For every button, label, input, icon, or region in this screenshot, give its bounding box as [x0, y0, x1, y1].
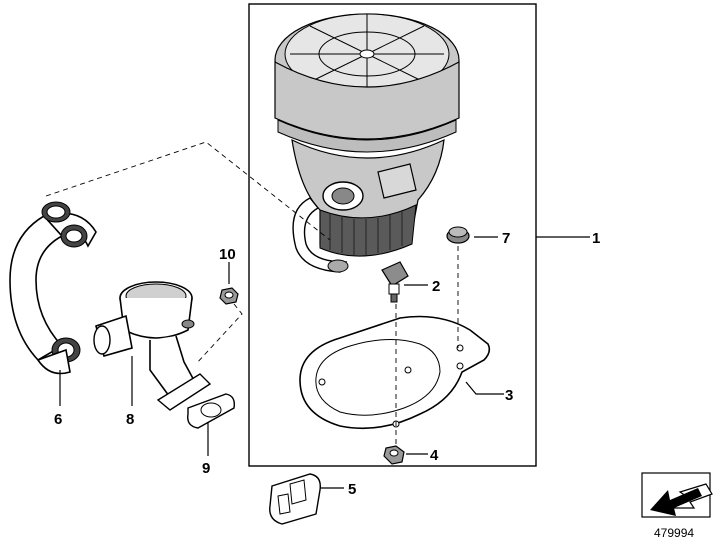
callout-8: 8	[126, 411, 134, 428]
callout-9: 9	[202, 460, 210, 477]
callout-1: 1	[592, 230, 600, 247]
sensor-plug[interactable]	[381, 261, 409, 303]
check-valve[interactable]	[93, 281, 212, 411]
callout-6: 6	[54, 411, 62, 428]
document-number: 479994	[654, 526, 694, 540]
grommet-part-7[interactable]	[446, 226, 470, 244]
arrow-down-left-icon[interactable]	[641, 472, 713, 518]
secondary-air-pump[interactable]	[274, 13, 460, 273]
gasket[interactable]	[187, 393, 236, 429]
assembly-line-10	[195, 303, 243, 365]
callout-2: 2	[432, 278, 440, 295]
air-hose[interactable]	[9, 201, 97, 375]
leader-lines	[59, 236, 590, 489]
callout-5: 5	[348, 481, 356, 498]
callout-4: 4	[430, 447, 439, 464]
hose-clip[interactable]	[269, 473, 321, 525]
assembly-frame	[248, 3, 537, 467]
assembly-line-hose	[45, 141, 331, 241]
callout-3: 3	[505, 387, 513, 404]
nut-part-4[interactable]	[383, 445, 405, 465]
callout-10: 10	[219, 246, 236, 263]
callout-7: 7	[502, 230, 510, 247]
nut-part-10[interactable]	[219, 287, 239, 305]
mounting-bracket[interactable]	[299, 315, 491, 430]
